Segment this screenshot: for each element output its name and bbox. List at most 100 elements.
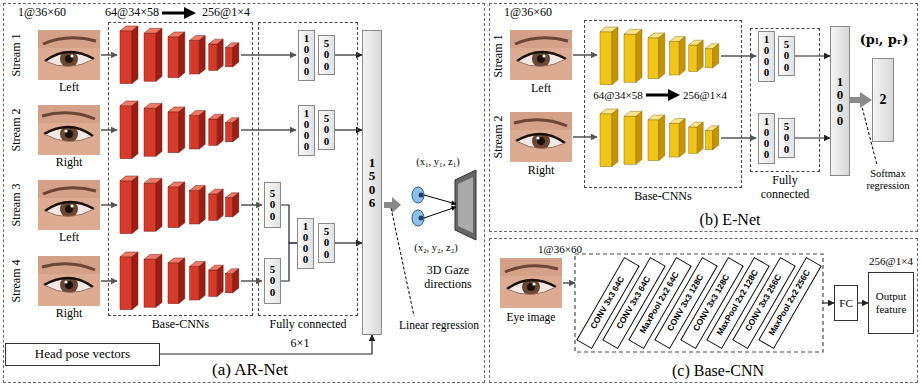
- layer-size: 2: [880, 93, 887, 107]
- fc-layer-box: 1000: [297, 218, 314, 269]
- group-caption: Base-CNNs: [584, 190, 742, 204]
- size-arrow: [646, 89, 680, 101]
- fc-layer-box: 500: [778, 36, 795, 76]
- connector: [281, 243, 297, 281]
- input-name: Eye image: [507, 311, 556, 324]
- fc-layer-box: 500: [778, 118, 795, 158]
- stream-name: Stream 4: [10, 260, 24, 303]
- output-name: 3D Gaze directions: [408, 264, 488, 292]
- layer-size: 1000: [304, 33, 310, 78]
- cnn-stack: [600, 27, 719, 85]
- eye-side: Left: [59, 231, 79, 245]
- cnn-stack: [120, 176, 239, 234]
- output-bar: 2: [872, 58, 894, 142]
- panel-caption: (b) E-Net: [700, 211, 761, 229]
- layer-size: 500: [324, 113, 330, 147]
- coordinate: (x₂, y₂, z₂): [414, 242, 458, 254]
- group-frame: Base-CNNs: [584, 20, 742, 188]
- connector: [335, 242, 362, 243]
- layer-size: 1506: [369, 156, 376, 209]
- layer-size: 500: [270, 188, 276, 222]
- feature-size: 256@1×4: [683, 89, 727, 102]
- group-frame: Fully connected1000500100050050050010005…: [258, 22, 358, 316]
- fc-box: FC: [834, 285, 858, 321]
- panel-frame: (c) Base-CNNCONV 3x3 64CCONV 3x3 64CMaxP…: [489, 238, 918, 383]
- eye-side: Right: [56, 307, 83, 321]
- eye-image: [510, 30, 572, 80]
- layer-size: 500: [784, 121, 790, 155]
- fc-layer-box: 1000: [758, 113, 775, 164]
- regression-note: Softmax regression: [863, 168, 913, 192]
- input-size: 1@36×60: [18, 6, 66, 20]
- layer-size: 1000: [764, 34, 770, 79]
- connector: [822, 302, 834, 303]
- eye-image: [38, 180, 100, 230]
- fc-layer-box: 500: [318, 110, 335, 150]
- connector: [795, 55, 830, 56]
- layer-size: 500: [324, 226, 330, 260]
- eye-image: [510, 112, 572, 162]
- layer-size: 1000: [837, 75, 844, 128]
- output-name: (pₗ, pᵣ): [860, 33, 909, 48]
- connector: [795, 137, 830, 138]
- flow-arrows: [573, 55, 756, 138]
- feature-size: 256@1×4: [869, 255, 913, 268]
- stream-name: Stream 3: [10, 184, 24, 227]
- connector: [160, 335, 372, 354]
- layer-group-frame: [575, 254, 823, 352]
- feature-size: 256@1×4: [202, 6, 250, 20]
- layer-size: 500: [324, 38, 330, 72]
- layer-size: 1000: [764, 116, 770, 161]
- connector: [335, 129, 362, 130]
- regression-note: Linear regression: [399, 319, 479, 332]
- group-caption: Fully connected: [258, 318, 358, 332]
- stream-name: Stream 2: [492, 116, 506, 159]
- connector: [858, 302, 868, 303]
- group-caption: Fully connected: [750, 174, 820, 202]
- connector: [281, 205, 297, 243]
- feature-size: 64@34×58: [105, 6, 159, 20]
- eye-side: Right: [56, 156, 83, 170]
- layer-size: 500: [784, 39, 790, 73]
- panel-caption: (a) AR-Net: [212, 360, 288, 380]
- input-size: 1@36×60: [504, 6, 552, 20]
- stream-name: Stream 1: [10, 34, 24, 77]
- eye-image: [38, 105, 100, 155]
- feature-size: 64@34×58: [593, 89, 642, 102]
- panel-frame: (b) E-NetBase-CNNsFully connected1000500…: [489, 3, 918, 232]
- eye-image: [38, 256, 100, 306]
- fc-layer-box: 500: [318, 223, 335, 263]
- size-arrow: [162, 7, 196, 19]
- fc-layer-box: 500: [264, 182, 281, 228]
- fc-layer-box: 1000: [758, 31, 775, 82]
- eye-side: Right: [528, 164, 555, 178]
- connector: [850, 97, 860, 103]
- stream-name: Stream 1: [492, 35, 506, 78]
- stream-name: Stream 2: [10, 109, 24, 152]
- node-label: FC: [839, 297, 852, 310]
- input-box: Head pose vectors: [5, 343, 160, 366]
- layer-size: 1000: [303, 221, 309, 266]
- eye-image: [38, 30, 100, 80]
- group-frame: Base-CNNs: [108, 22, 253, 316]
- layer-size: 1000: [304, 108, 310, 153]
- eye-side: Left: [59, 81, 79, 95]
- gaze-illustration: [412, 170, 476, 240]
- cnn-stack: [120, 252, 239, 310]
- flow-arrows: [101, 55, 296, 281]
- group-frame: Fully connected10005001000500: [750, 28, 820, 172]
- coordinate: (x₁, y₁, z₁): [416, 156, 460, 168]
- group-caption: Base-CNNs: [108, 318, 253, 332]
- node-label: Head pose vectors: [35, 347, 130, 362]
- fc-layer-box: 1000: [298, 30, 315, 81]
- vector-size: 6×1: [291, 337, 310, 351]
- input-size: 1@36×60: [538, 243, 582, 256]
- cnn-stack: [120, 101, 239, 159]
- fc-layer-box: 500: [318, 35, 335, 75]
- eye-side: Left: [531, 82, 551, 96]
- connector: [335, 54, 362, 55]
- eye-image: [500, 258, 562, 308]
- cnn-stack: [120, 26, 239, 84]
- feature-bar: 1000: [830, 26, 850, 176]
